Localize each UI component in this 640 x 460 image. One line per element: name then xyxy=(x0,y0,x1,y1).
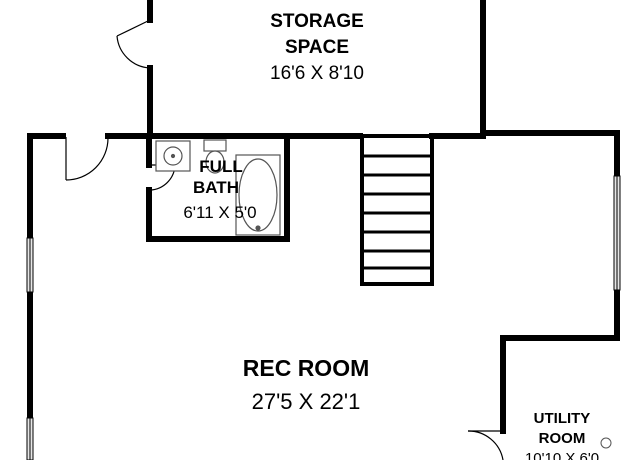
water-heater-icon xyxy=(600,437,612,449)
doors xyxy=(65,19,504,460)
storage-door-swing xyxy=(116,35,151,69)
utility-name-line1: UTILITY xyxy=(534,410,591,427)
toilet-bowl-icon xyxy=(205,150,225,174)
staircase xyxy=(360,134,434,286)
storage-door-leaf xyxy=(116,19,151,37)
tub-drain-icon xyxy=(255,225,261,231)
storage-name-line2: SPACE xyxy=(285,37,349,58)
entry-door-swing xyxy=(65,137,109,181)
room-labels: STORAGE SPACE 16'6 X 8'10 FULL BATH 6'11… xyxy=(183,11,599,460)
walls xyxy=(27,0,620,434)
stair-treads xyxy=(362,154,432,270)
utility-fixture xyxy=(600,437,612,449)
bath-dimensions: 6'11 X 5'0 xyxy=(183,203,256,222)
storage-dimensions: 16'6 X 8'10 xyxy=(270,63,364,84)
bath-name-line1: FULL xyxy=(199,157,242,176)
tub-basin-icon xyxy=(238,158,278,232)
rec-room-name: REC ROOM xyxy=(243,355,370,381)
bath-fixtures xyxy=(155,139,281,236)
utility-dimensions: 10'10 X 6'0 xyxy=(525,450,599,460)
stair-outline xyxy=(360,134,434,286)
rec-room-dimensions: 27'5 X 22'1 xyxy=(252,389,361,414)
windows xyxy=(26,175,621,460)
toilet-tank-icon xyxy=(203,139,227,152)
bath-name-line2: BATH xyxy=(193,178,239,197)
utility-name-line2: ROOM xyxy=(539,430,586,447)
storage-name-line1: STORAGE xyxy=(270,11,364,32)
utility-door-swing xyxy=(467,430,504,460)
sink-drain-icon xyxy=(170,153,176,159)
